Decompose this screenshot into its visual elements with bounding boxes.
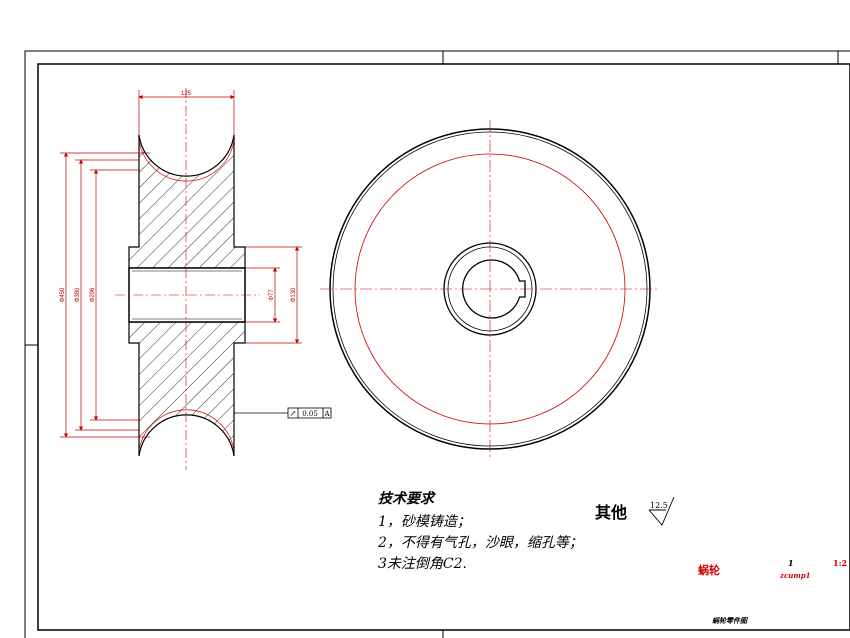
tech-requirements-title: 技术要求 bbox=[378, 490, 436, 507]
dim-width-total: 125 bbox=[181, 91, 192, 97]
tolerance-datum: A bbox=[323, 410, 330, 418]
title-scale: 1:2 bbox=[833, 558, 847, 568]
tech-requirement-3: 3未注倒角C2. bbox=[378, 556, 467, 572]
tech-requirement-1: 1，砂模铸造； bbox=[378, 514, 471, 530]
tech-requirement-2: 2，不得有气孔，沙眼，缩孔等； bbox=[377, 535, 583, 551]
dim-dia-hub: Φ130 bbox=[291, 287, 297, 302]
front-view bbox=[320, 120, 660, 458]
title-drawing-name: 蜗轮零件图 bbox=[712, 616, 749, 625]
dim-dia-bore: Φ77 bbox=[269, 289, 275, 301]
dim-dia-groove: Φ296 bbox=[90, 287, 96, 302]
tolerance-frame: ↗ 0.05 A bbox=[234, 407, 332, 419]
title-quantity: 1 bbox=[788, 558, 794, 568]
tolerance-value: 0.05 bbox=[302, 410, 318, 418]
dim-dia-rim: Φ380 bbox=[75, 287, 81, 302]
section-view bbox=[115, 88, 260, 470]
surface-finish-label: 其他 bbox=[595, 503, 627, 522]
surface-finish-value: 12.5 bbox=[650, 501, 668, 510]
dimensions bbox=[60, 90, 302, 438]
tolerance-symbol: ↗ bbox=[290, 409, 297, 418]
sheet-border bbox=[24, 50, 850, 638]
surface-finish-symbol: 12.5 bbox=[648, 496, 675, 526]
dim-dia-outer: Φ450 bbox=[60, 287, 66, 302]
title-part-name: 蜗轮 bbox=[698, 563, 720, 577]
title-company: zcump1 bbox=[779, 571, 811, 580]
